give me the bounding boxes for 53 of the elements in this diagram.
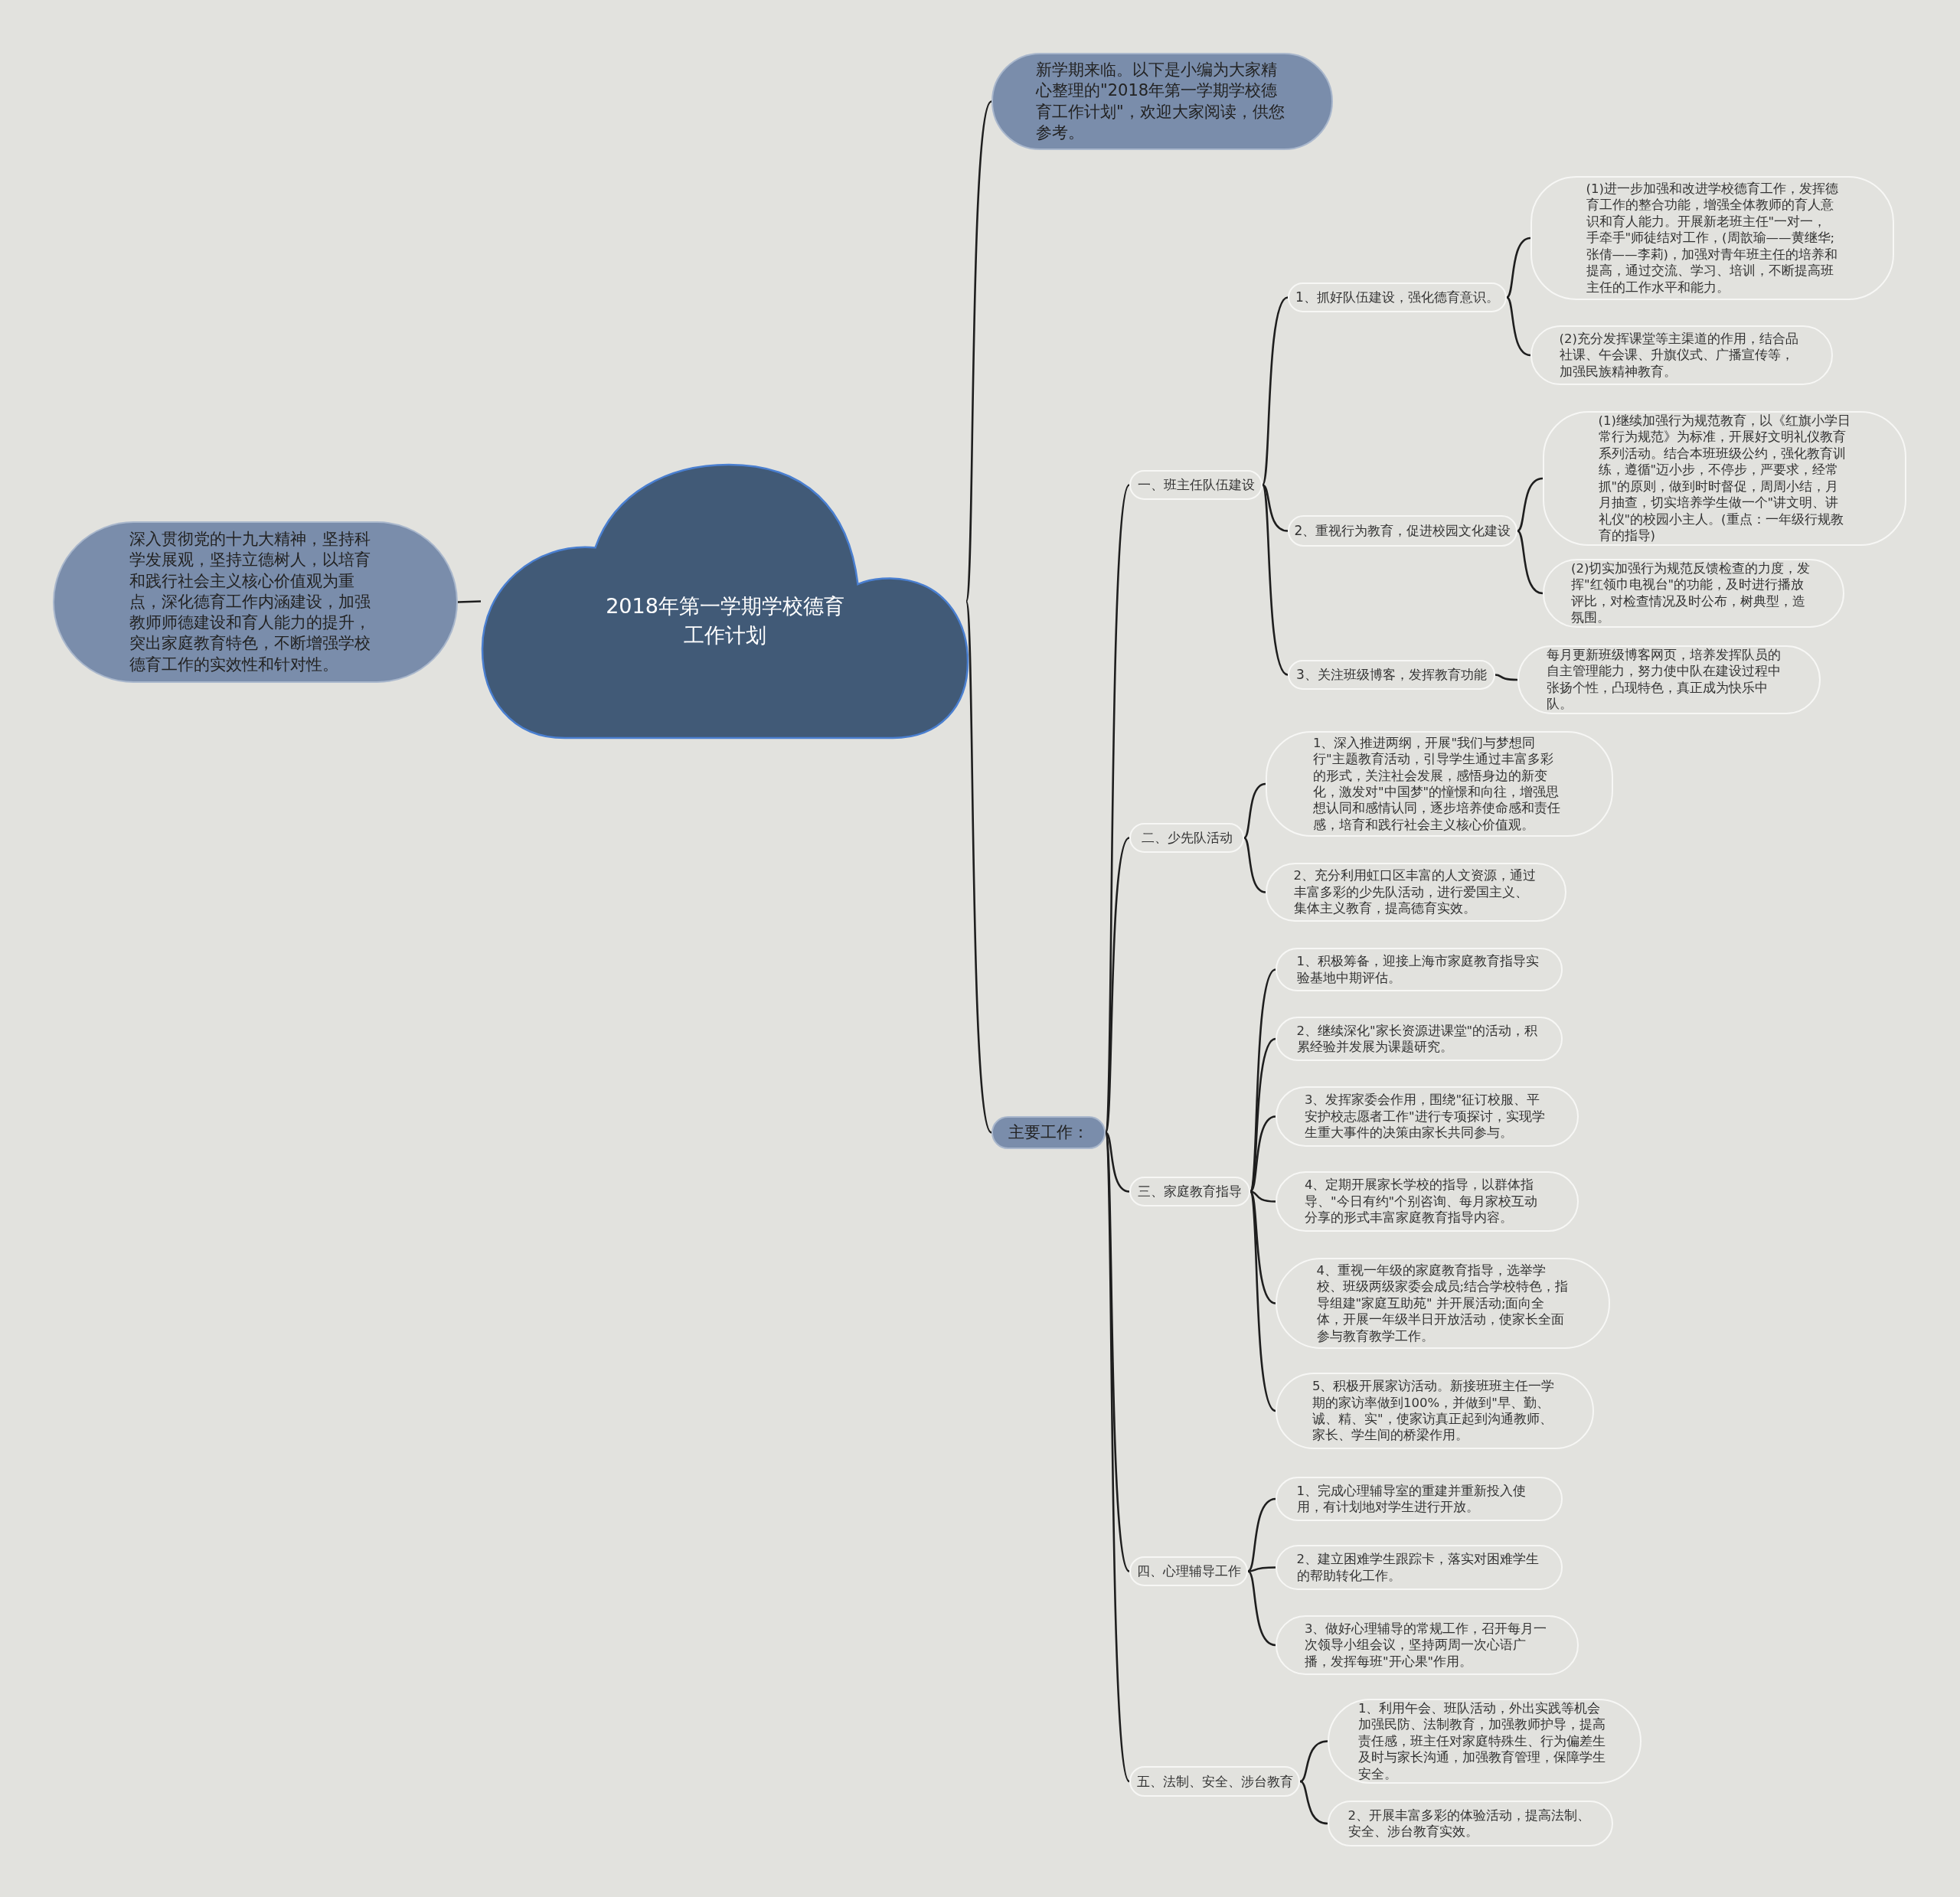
detail-box: 2、建立困难学生跟踪卡，落实对困难学生的帮助转化工作。 <box>1276 1545 1563 1590</box>
detail-box: 3、做好心理辅导的常规工作，召开每月一次领导小组会议，坚持两周一次心语广播，发挥每班"开心果"作用。 <box>1276 1615 1579 1675</box>
branch-box: 五、法制、安全、涉台教育 <box>1129 1766 1300 1797</box>
connector <box>1261 484 1289 676</box>
branch-box: 一、班主任队伍建设 <box>1129 470 1263 500</box>
detail-box: 1、完成心理辅导室的重建并重新投入使用，有计划地对学生进行开放。 <box>1276 1477 1563 1521</box>
branch-box: 四、心理辅导工作 <box>1129 1556 1248 1586</box>
connector <box>1247 1497 1276 1572</box>
connector <box>965 601 993 1134</box>
detail-box: (1)继续加强行为规范教育，以《红旗小学日常行为规范》为标准，开展好文明礼仪教育系列活动。结合本班班级公约，强化教育训练，遵循"迈小步，不停步，严要求，经常抓"的原则，做到时时督促，周周小结，月月抽查，切实培养学生做一个"讲文明、讲礼仪"的校园小主人。(重点：一年级行规教育的指导) <box>1543 411 1906 546</box>
connector <box>457 600 482 603</box>
detail-box: 2、充分利用虹口区丰富的人文资源，通过丰富多彩的少先队活动，进行爱国主义、集体主义教育，提高德育实效。 <box>1266 863 1566 922</box>
connector <box>1506 296 1531 357</box>
cloud-shape: 2018年第一学期学校德育工作计划 <box>481 462 969 740</box>
connector <box>1250 1115 1276 1193</box>
branch-box: 三、家庭教育指导 <box>1129 1177 1250 1206</box>
detail-box: (1)进一步加强和改进学校德育工作，发挥德育工作的整合功能，增强全体教师的育人意识和育人能力。开展新老班主任"一对一，手牵手"师徒结对工作，(周歆瑜——黄继华;张倩——李莉)，加强对青年班主任的培养和提高，通过交流、学习、培训，不断提高班主任的工作水平和能力。 <box>1530 176 1894 300</box>
detail-box: (2)切实加强行为规范反馈检查的力度，发挥"红领巾电视台"的功能，及时进行播放评比，对检查情况及时公布，树典型，造氛围。 <box>1543 559 1844 628</box>
connector <box>1247 1566 1276 1572</box>
connector <box>1105 1131 1130 1193</box>
connector <box>1104 837 1130 1133</box>
detail-box: 2、继续深化"家长资源进课堂"的活动，积累经验并发展为课题研究。 <box>1276 1017 1563 1061</box>
detail-box: 3、发挥家委会作用，围绕"征订校服、平安护校志愿者工作"进行专项探讨，实现学生重大事件的决策由家长共同参与。 <box>1276 1086 1579 1147</box>
detail-box: 2、开展丰富多彩的体验活动，提高法制、安全、涉台教育实效。 <box>1328 1801 1613 1846</box>
branch-box: 二、少先队活动 <box>1129 823 1244 853</box>
topic-box: 主要工作： <box>991 1116 1106 1149</box>
connector <box>1494 674 1518 681</box>
connector <box>1250 1190 1276 1203</box>
topic-box: 深入贯彻党的十九大精神，坚持科学发展观，坚持立德树人，以培育和践行社会主义核心价值观为重点，深化德育工作内涵建设，加强教师师德建设和育人能力的提升，突出家庭教育特色，不断增强学校德育工作的实效性和针对性。 <box>53 521 458 683</box>
detail-box: 1、积极筹备，迎接上海市家庭教育指导实验基地中期评估。 <box>1276 948 1563 991</box>
detail-box: 4、定期开展家长学校的指导，以群体指导、"今日有约"个别咨询、每月家校互动分享的形式丰富家庭教育指导内容。 <box>1276 1171 1579 1232</box>
branch-box: 1、抓好队伍建设，强化德育意识。 <box>1288 282 1507 312</box>
connector <box>1250 1190 1276 1304</box>
connector <box>1247 1570 1276 1647</box>
branch-box: 2、重视行为教育，促进校园文化建设 <box>1288 515 1517 547</box>
topic-box: 新学期来临。以下是小编为大家精心整理的"2018年第一学期学校德育工作计划"，欢迎大家阅读，供您参考。 <box>991 53 1333 150</box>
detail-box: 4、重视一年级的家庭教育指导，选举学校、班级两级家委会成员;结合学校特色，指导组建"家庭互助苑" 并开展活动;面向全体，开展一年级半日开放活动，使家长全面参与教育教学工作。 <box>1276 1258 1610 1349</box>
connector <box>1517 530 1544 595</box>
connector <box>1243 782 1266 839</box>
connector <box>1299 1780 1328 1825</box>
detail-box: (2)充分发挥课堂等主渠道的作用，结合品社课、午会课、升旗仪式、广播宣传等，加强民族精神教育。 <box>1530 325 1833 385</box>
connector <box>965 100 993 602</box>
connector <box>1506 237 1531 299</box>
detail-box: 每月更新班级博客网页，培养发挥队员的自主管理能力，努力使中队在建设过程中张扬个性，凸现特色，真正成为快乐中队。 <box>1517 645 1821 714</box>
detail-box: 5、积极开展家访活动。新接班班主任一学期的家访率做到100%，并做到"早、勤、诚、精、实"，使家访真正起到沟通教师、家长、学生间的桥梁作用。 <box>1276 1373 1594 1449</box>
connector <box>1243 837 1266 893</box>
branch-box: 3、关注班级博客，发挥教育功能 <box>1288 660 1495 690</box>
connector <box>1262 484 1289 532</box>
detail-box: 1、深入推进两纲，开展"我们与梦想同行"主题教育活动，引导学生通过丰富多彩的形式，关注社会发展，感悟身边的新变化，激发对"中国梦"的憧憬和向往，增强思想认同和感情认同，逐步培养使命感和责任感，培育和践行社会主义核心价值观。 <box>1266 731 1613 837</box>
connector <box>1299 1740 1328 1783</box>
connector <box>1261 296 1289 486</box>
connector <box>1517 477 1544 532</box>
detail-box: 1、利用午会、班队活动，外出实践等机会加强民防、法制教育，加强教师护导，提高责任感，班主任对家庭特殊生、行为偏差生及时与家长沟通，加强教育管理，保障学生安全。 <box>1328 1699 1642 1784</box>
